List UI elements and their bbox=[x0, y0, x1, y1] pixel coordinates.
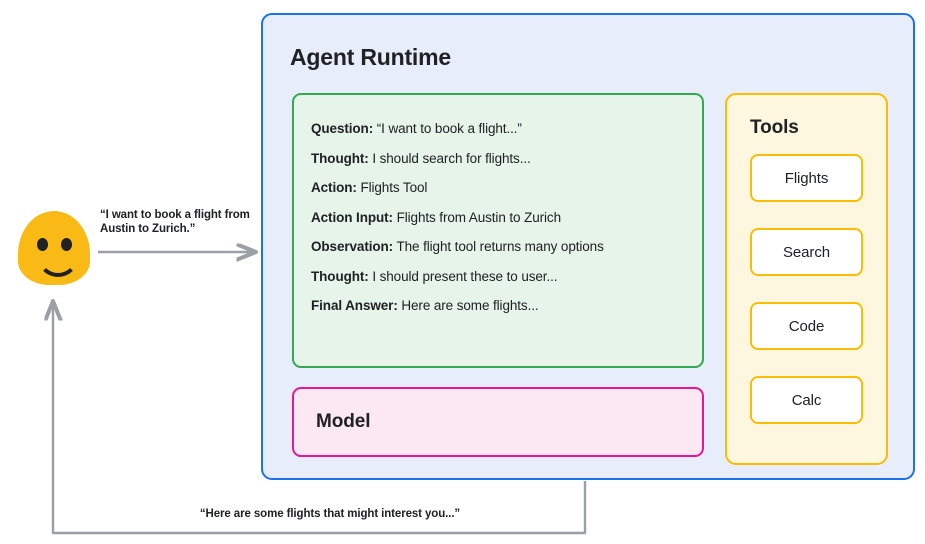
tools-panel: Tools Flights Search Code Calc bbox=[725, 93, 888, 465]
trace-line: Final Answer: Here are some flights... bbox=[311, 291, 688, 321]
tool-chip-code[interactable]: Code bbox=[750, 302, 863, 350]
response-label: “Here are some flights that might intere… bbox=[199, 508, 461, 520]
trace-line-value: I should search for flights... bbox=[368, 150, 531, 166]
trace-line-label: Thought: bbox=[311, 268, 369, 284]
tool-chip-search[interactable]: Search bbox=[750, 228, 863, 276]
trace-line-value: I should present these to user... bbox=[368, 268, 558, 284]
model-box: Model bbox=[292, 387, 704, 457]
trace-line-value: Here are some flights... bbox=[397, 298, 539, 313]
trace-line: Thought: I should present these to user.… bbox=[311, 262, 688, 292]
tool-chip-label: Calc bbox=[791, 391, 822, 409]
reasoning-trace-box: Question: “I want to book a flight...” T… bbox=[292, 93, 704, 368]
tools-list: Flights Search Code Calc bbox=[750, 154, 863, 424]
avatar-right-eye-icon bbox=[61, 238, 72, 251]
trace-line-label: Action Input: bbox=[311, 209, 393, 225]
trace-line: Question: “I want to book a flight...” bbox=[311, 114, 688, 144]
trace-line: Thought: I should search for flights... bbox=[311, 144, 688, 174]
user-avatar bbox=[18, 211, 90, 285]
trace-line-label: Final Answer: bbox=[311, 298, 398, 313]
model-title: Model bbox=[316, 411, 371, 432]
trace-line-value: Flights from Austin to Zurich bbox=[392, 209, 562, 225]
trace-line-label: Observation: bbox=[311, 239, 394, 254]
tool-chip-label: Search bbox=[783, 243, 830, 261]
tool-chip-label: Flights bbox=[784, 169, 829, 187]
tool-chip-calc[interactable]: Calc bbox=[750, 376, 863, 424]
trace-line-value: Flights Tool bbox=[356, 180, 428, 195]
trace-line-label: Thought: bbox=[311, 150, 369, 166]
tools-title: Tools bbox=[750, 117, 799, 138]
avatar-left-eye-icon bbox=[37, 238, 48, 251]
tool-chip-flights[interactable]: Flights bbox=[750, 154, 863, 202]
agent-runtime-title: Agent Runtime bbox=[290, 44, 451, 70]
trace-line: Action: Flights Tool bbox=[311, 173, 688, 203]
trace-line: Action Input: Flights from Austin to Zur… bbox=[311, 203, 688, 233]
trace-line: Observation: The flight tool returns man… bbox=[311, 232, 688, 262]
trace-line-value: The flight tool returns many options bbox=[393, 239, 604, 254]
tool-chip-label: Code bbox=[788, 317, 825, 335]
trace-line-label: Action: bbox=[311, 180, 357, 195]
trace-line-label: Question: bbox=[311, 121, 374, 136]
request-label: “I want to book a flight from Austin to … bbox=[100, 209, 250, 235]
trace-line-value: “I want to book a flight...” bbox=[373, 121, 522, 136]
avatar-smile-icon bbox=[37, 252, 79, 277]
agent-runtime-container: Agent Runtime Question: “I want to book … bbox=[261, 13, 915, 480]
